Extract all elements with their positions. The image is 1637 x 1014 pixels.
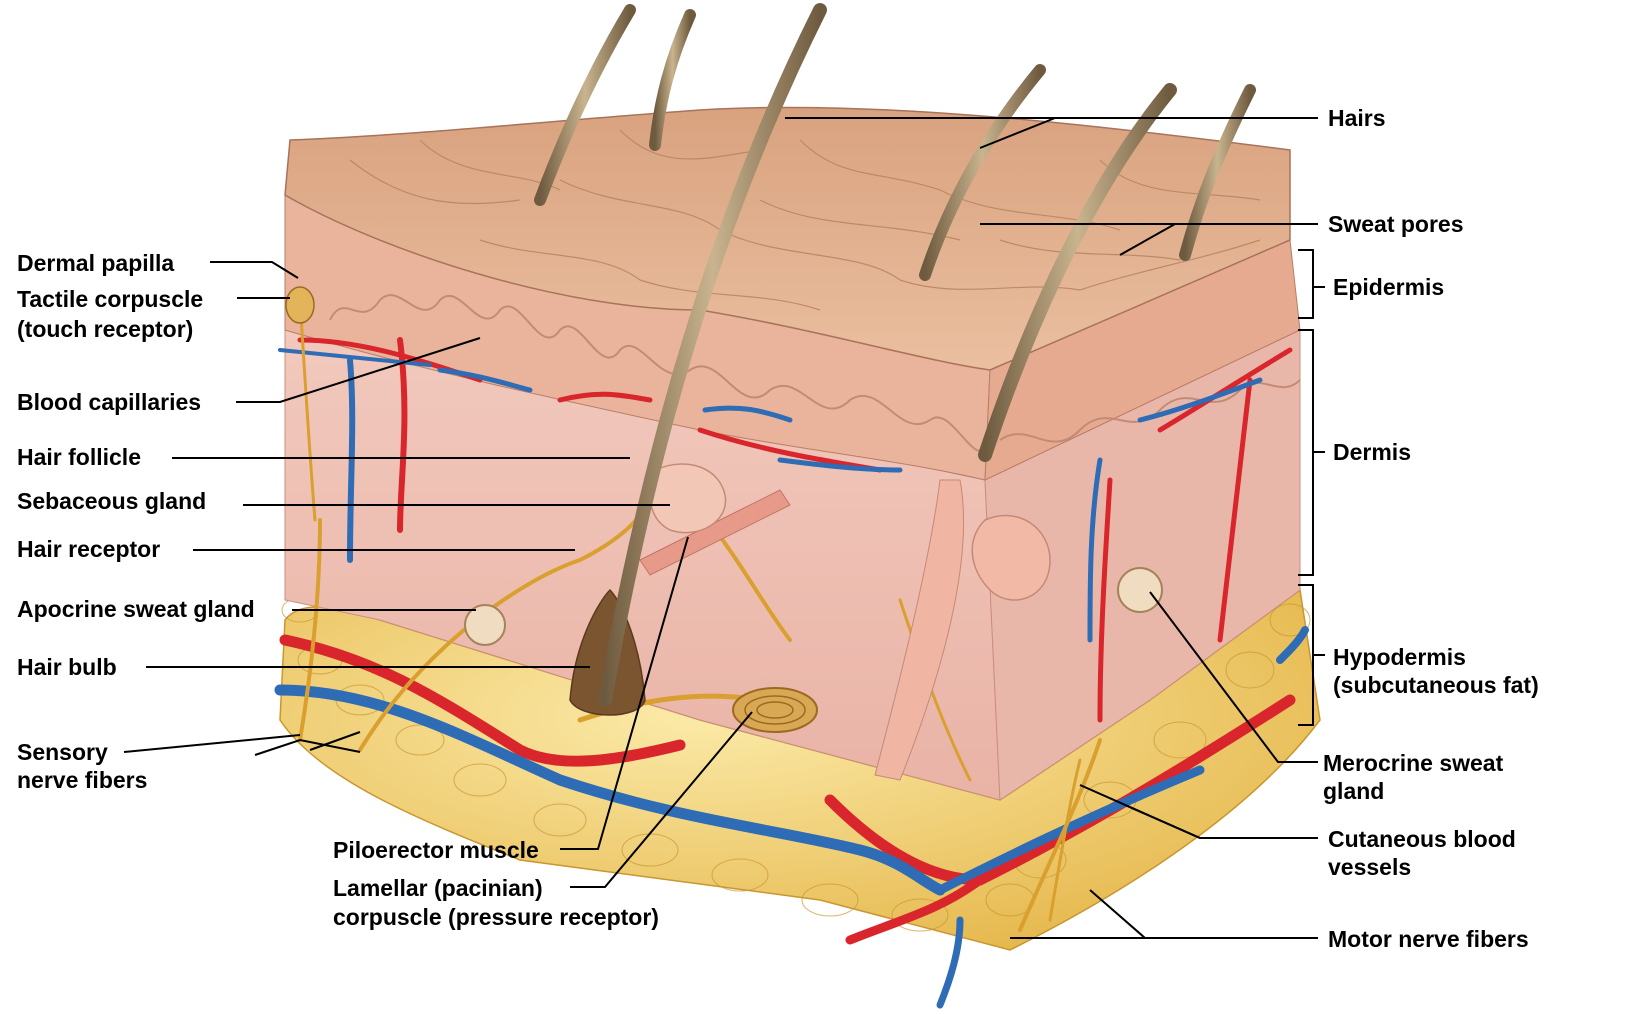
label-merocrine-2: gland xyxy=(1323,777,1384,805)
label-cutaneous: Cutaneous blood xyxy=(1328,825,1516,853)
label-apocrine: Apocrine sweat gland xyxy=(17,595,255,623)
label-epidermis: Epidermis xyxy=(1333,273,1444,301)
label-tactile: Tactile corpuscle xyxy=(17,285,203,313)
label-tactile-2: (touch receptor) xyxy=(17,315,193,343)
label-motor-nerve: Motor nerve fibers xyxy=(1328,925,1529,953)
label-lamellar: Lamellar (pacinian) xyxy=(333,874,543,902)
tactile-corpuscle xyxy=(286,287,314,323)
label-piloerector: Piloerector muscle xyxy=(333,836,539,864)
label-sweat-pores: Sweat pores xyxy=(1328,210,1464,238)
label-hair-receptor: Hair receptor xyxy=(17,535,160,563)
label-hair-follicle: Hair follicle xyxy=(17,443,141,471)
label-dermal-papilla: Dermal papilla xyxy=(17,249,174,277)
label-cutaneous-2: vessels xyxy=(1328,853,1411,881)
label-sebaceous: Sebaceous gland xyxy=(17,487,206,515)
label-lamellar-2: corpuscle (pressure receptor) xyxy=(333,903,659,931)
label-hypodermis-sub: (subcutaneous fat) xyxy=(1333,671,1539,699)
label-hairs: Hairs xyxy=(1328,104,1386,132)
merocrine-sweat-gland xyxy=(1118,568,1162,612)
label-hypodermis: Hypodermis xyxy=(1333,643,1466,671)
label-hair-bulb: Hair bulb xyxy=(17,653,117,681)
label-sensory: Sensory xyxy=(17,738,108,766)
label-blood-capillaries: Blood capillaries xyxy=(17,388,201,416)
label-sensory-2: nerve fibers xyxy=(17,766,147,794)
label-dermis: Dermis xyxy=(1333,438,1411,466)
label-merocrine: Merocrine sweat xyxy=(1323,749,1503,777)
